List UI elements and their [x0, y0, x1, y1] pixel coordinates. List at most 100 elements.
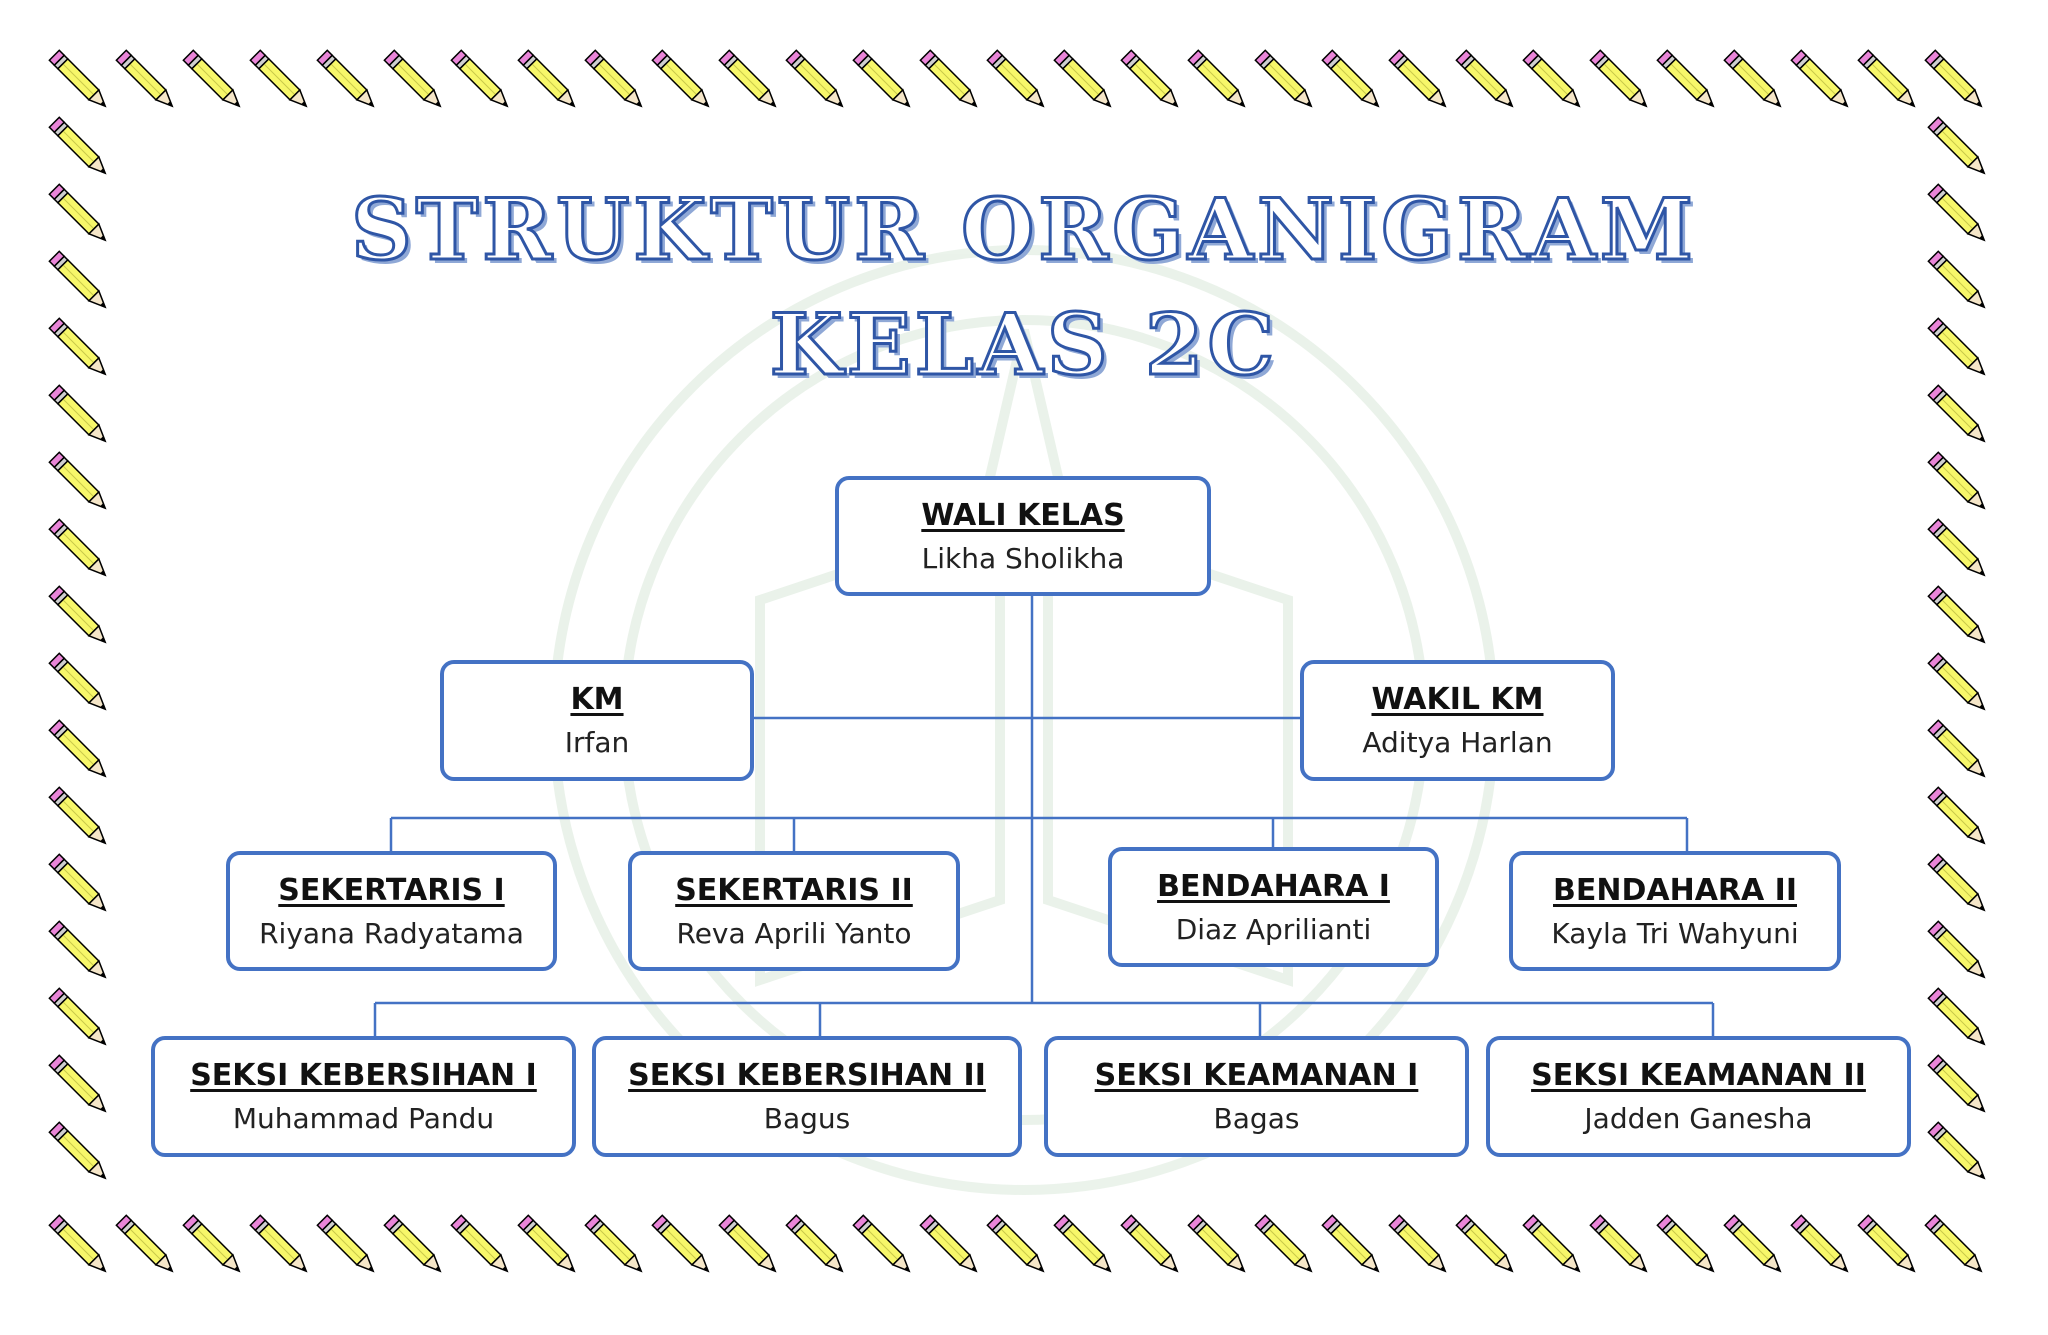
pencil-icon	[517, 1214, 576, 1273]
pencil-icon	[852, 49, 911, 108]
node-sekertaris-2: SEKERTARIS II Reva Aprili Yanto	[628, 851, 960, 971]
pencil-icon	[1455, 1214, 1514, 1273]
pencil-icon	[48, 652, 107, 711]
pencil-icon	[1522, 1214, 1581, 1273]
pencil-icon	[919, 49, 978, 108]
node-role: SEKSI KEBERSIHAN I	[190, 1058, 537, 1093]
node-seksi-kebersihan-1: SEKSI KEBERSIHAN I Muhammad Pandu	[151, 1036, 576, 1157]
pencil-icon	[48, 183, 107, 242]
node-km: KM Irfan	[440, 660, 754, 781]
pencil-icon	[1455, 49, 1514, 108]
pencil-icon	[584, 1214, 643, 1273]
pencil-icon	[48, 1121, 107, 1180]
node-name: Diaz Aprilianti	[1175, 912, 1372, 946]
node-name: Bagas	[1213, 1102, 1300, 1135]
pencil-icon	[48, 49, 107, 108]
pencil-icon	[1187, 1214, 1246, 1273]
pencil-icon	[1927, 183, 1986, 242]
pencil-icon	[651, 1214, 710, 1273]
pencil-icon	[1927, 786, 1986, 845]
pencil-icon	[48, 719, 107, 778]
pencil-icon	[1927, 451, 1986, 510]
pencil-icon	[1254, 49, 1313, 108]
node-role: SEKERTARIS I	[278, 872, 505, 908]
pencil-icon	[651, 49, 710, 108]
pencil-icon	[48, 585, 107, 644]
pencil-icon	[1927, 116, 1986, 175]
pencil-icon	[48, 384, 107, 443]
node-name: Likha Sholikha	[921, 541, 1125, 575]
pencil-icon	[1927, 1121, 1986, 1180]
node-role: WALI KELAS	[921, 497, 1125, 533]
pencil-icon	[1790, 1214, 1849, 1273]
pencil-icon	[718, 49, 777, 108]
pencil-icon	[785, 49, 844, 108]
node-seksi-keamanan-1: SEKSI KEAMANAN I Bagas	[1044, 1036, 1469, 1157]
node-role: BENDAHARA I	[1157, 868, 1390, 904]
node-role: SEKSI KEAMANAN I	[1094, 1058, 1419, 1093]
pencil-icon	[115, 49, 174, 108]
pencil-icon	[584, 49, 643, 108]
pencil-icon	[718, 1214, 777, 1273]
node-sekertaris-1: SEKERTARIS I Riyana Radyatama	[226, 851, 557, 971]
pencil-icon	[1927, 384, 1986, 443]
node-role: SEKERTARIS II	[675, 872, 913, 908]
pencil-icon	[1053, 1214, 1112, 1273]
node-seksi-keamanan-2: SEKSI KEAMANAN II Jadden Ganesha	[1486, 1036, 1911, 1157]
pencil-icon	[1388, 1214, 1447, 1273]
node-bendahara-2: BENDAHARA II Kayla Tri Wahyuni	[1509, 851, 1841, 971]
pencil-icon	[1927, 1054, 1986, 1113]
pencil-icon	[986, 49, 1045, 108]
node-bendahara-1: BENDAHARA I Diaz Aprilianti	[1108, 847, 1439, 967]
pencil-icon	[1589, 1214, 1648, 1273]
pencil-icon	[316, 1214, 375, 1273]
node-name: Reva Aprili Yanto	[676, 916, 912, 950]
node-name: Kayla Tri Wahyuni	[1551, 916, 1799, 950]
pencil-icon	[450, 1214, 509, 1273]
node-name: Jadden Ganesha	[1584, 1102, 1813, 1135]
node-name: Muhammad Pandu	[232, 1102, 495, 1135]
node-seksi-kebersihan-2: SEKSI KEBERSIHAN II Bagus	[592, 1036, 1022, 1157]
pencil-icon	[1927, 719, 1986, 778]
node-role: SEKSI KEAMANAN II	[1531, 1058, 1866, 1093]
pencil-icon	[1857, 1214, 1916, 1273]
pencil-icon	[1321, 49, 1380, 108]
pencil-icon	[1927, 987, 1986, 1046]
pencil-icon	[48, 786, 107, 845]
pencil-icon	[1927, 652, 1986, 711]
pencil-icon	[919, 1214, 978, 1273]
pencil-icon	[316, 49, 375, 108]
pencil-icon	[1924, 1214, 1983, 1273]
pencil-icon	[1927, 920, 1986, 979]
node-wakil-km: WAKIL KM Aditya Harlan	[1300, 660, 1615, 781]
node-name: Aditya Harlan	[1362, 726, 1553, 759]
pencil-icon	[1120, 49, 1179, 108]
pencil-icon	[48, 451, 107, 510]
node-role: BENDAHARA II	[1553, 872, 1797, 908]
pencil-icon	[48, 853, 107, 912]
pencil-icon	[48, 250, 107, 309]
pencil-icon	[1589, 49, 1648, 108]
pencil-icon	[48, 518, 107, 577]
pencil-icon	[1927, 853, 1986, 912]
node-role: KM	[570, 682, 624, 717]
pencil-icon	[1723, 49, 1782, 108]
pencil-icon	[48, 1214, 107, 1273]
node-name: Riyana Radyatama	[259, 916, 524, 950]
page-title: STRUKTUR ORGANIGRAM	[350, 179, 1697, 281]
pencil-icon	[48, 1054, 107, 1113]
node-wali-kelas: WALI KELAS Likha Sholikha	[835, 476, 1211, 596]
pencil-icon	[986, 1214, 1045, 1273]
pencil-icon	[1656, 49, 1715, 108]
pencil-icon	[383, 1214, 442, 1273]
pencil-icon	[383, 49, 442, 108]
pencil-icon	[1927, 250, 1986, 309]
pencil-icon	[1187, 49, 1246, 108]
pencil-icon	[1120, 1214, 1179, 1273]
pencil-icon	[785, 1214, 844, 1273]
pencil-icon	[182, 1214, 241, 1273]
pencil-icon	[852, 1214, 911, 1273]
